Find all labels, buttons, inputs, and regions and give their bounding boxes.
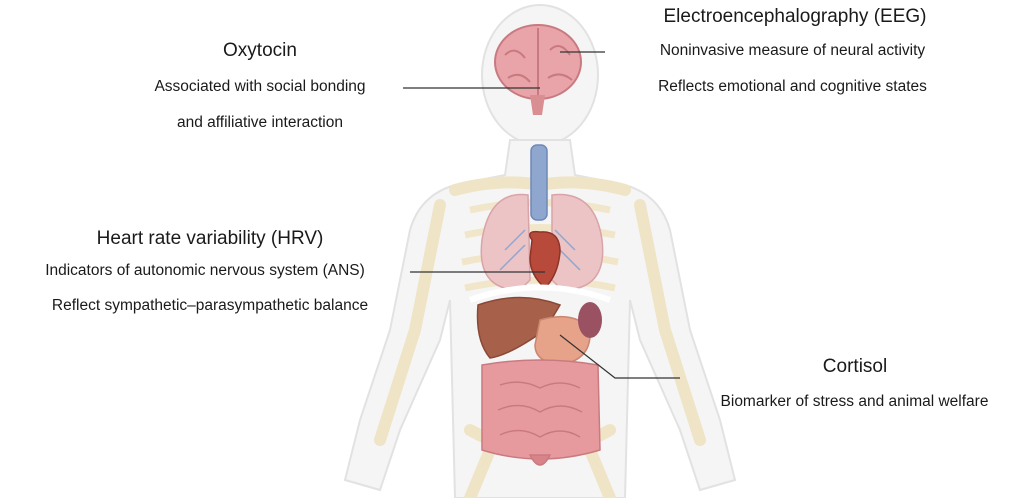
- eeg-title: Electroencephalography (EEG): [630, 6, 960, 28]
- hrv-description-line-1: Indicators of autonomic nervous system (…: [5, 262, 405, 280]
- oxytocin-description-line-2: and affiliative interaction: [120, 114, 400, 132]
- cortisol-description-line-1: Biomarker of stress and animal welfare: [682, 393, 1026, 411]
- hrv-description-line-2: Reflect sympathetic–parasympathetic bala…: [5, 297, 415, 315]
- cortisol-leader-line: [560, 335, 680, 378]
- eeg-description-line-1: Noninvasive measure of neural activity: [615, 42, 970, 60]
- eeg-description-line-2: Reflects emotional and cognitive states: [615, 78, 970, 96]
- oxytocin-title: Oxytocin: [210, 40, 310, 62]
- oxytocin-description-line-1: Associated with social bonding: [120, 78, 400, 96]
- cortisol-title: Cortisol: [805, 356, 905, 378]
- hrv-title: Heart rate variability (HRV): [60, 228, 360, 250]
